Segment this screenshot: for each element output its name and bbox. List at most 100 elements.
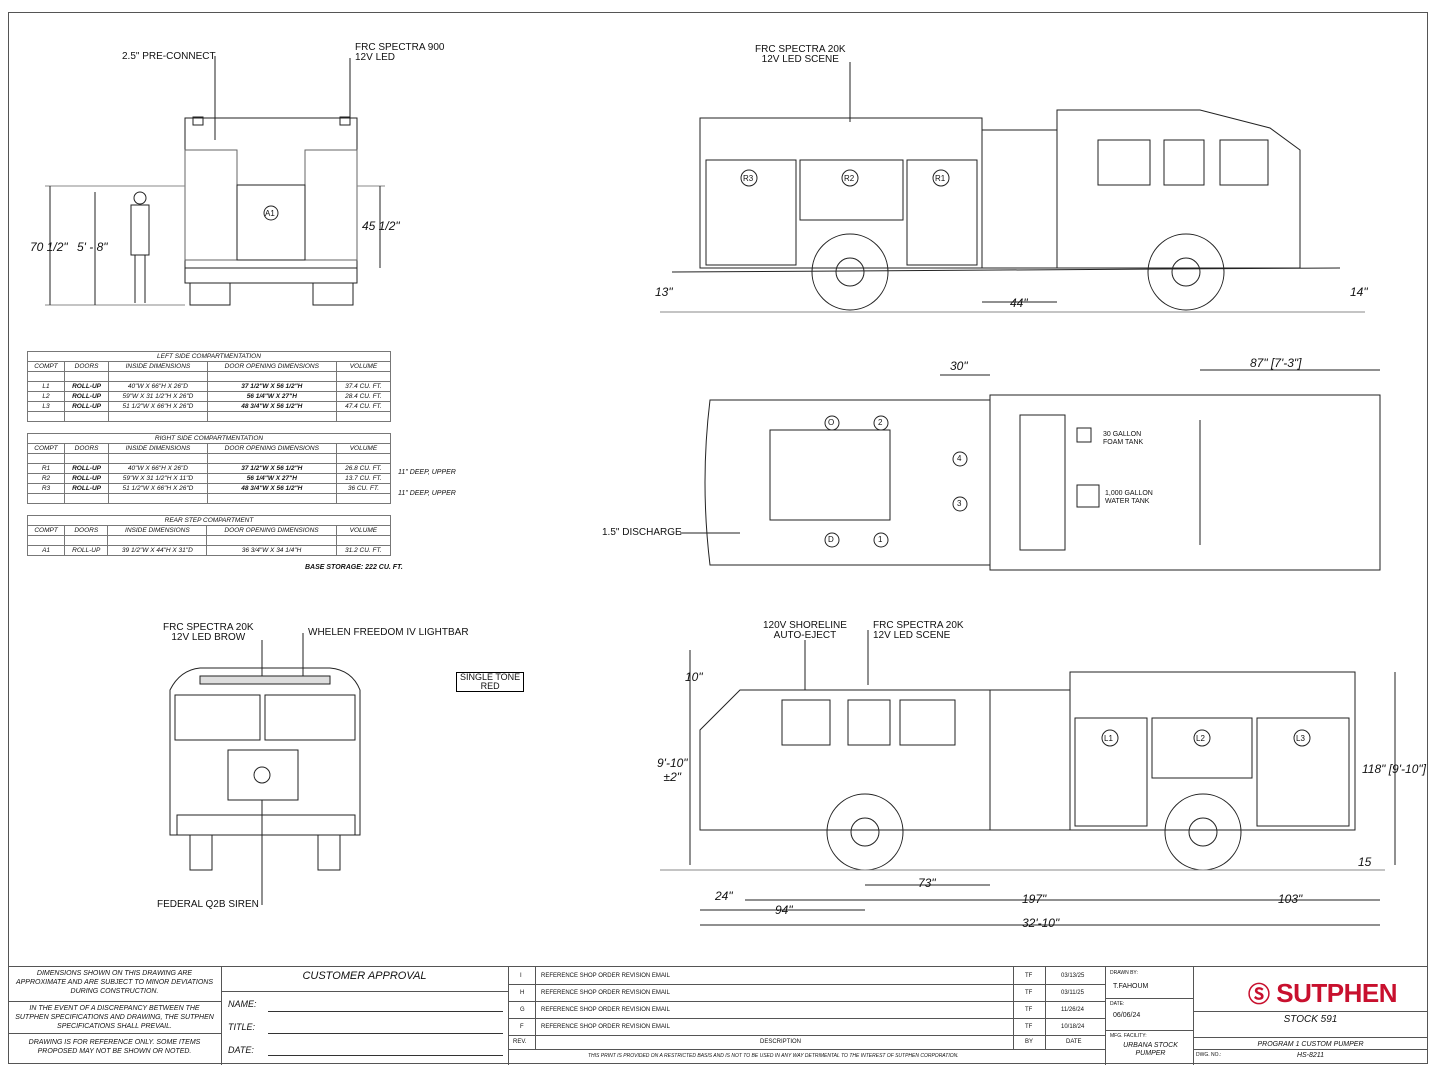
seat-1: 1 <box>878 535 883 544</box>
cell: L1 <box>26 381 66 392</box>
cab-height-line1: 9'-10" <box>657 756 688 770</box>
cab-height-line2: ±2" <box>663 770 682 784</box>
seat-d: D <box>828 535 834 544</box>
compartment-r2: R2 <box>844 174 855 183</box>
rear-step-dim: 45 1/2" <box>362 219 400 233</box>
title-field[interactable] <box>268 1033 503 1034</box>
rev-date: 11/26/24 <box>1061 1007 1084 1013</box>
compartment-l1: L1 <box>1104 734 1113 743</box>
overall-length-dim: 32'-10" <box>1022 916 1060 930</box>
top-dim-30: 30" <box>950 359 968 373</box>
dim-73: 73" <box>918 876 936 890</box>
cell: 40"W X 66"H X 26"D <box>108 381 208 392</box>
paint-line1: SINGLE TONE <box>460 672 521 682</box>
cell: ROLL-UP <box>64 473 110 484</box>
table-title: LEFT SIDE COMPARTMENTATION <box>27 351 391 362</box>
lightbar-label: WHELEN FREEDOM IV LIGHTBAR <box>308 627 469 638</box>
pump-panel-dim: 44" <box>1010 296 1028 310</box>
sutphen-logo: Ⓢ SUTPHEN <box>1248 977 1397 1009</box>
header-cell: DOOR OPENING DIMENSIONS <box>206 443 337 454</box>
cell: 39 1/2"W X 44"H X 31"D <box>107 545 208 556</box>
stock-number: STOCK 591 <box>1283 1014 1338 1025</box>
rear-light-line2: 12V LED <box>355 52 396 63</box>
rev-desc: REFERENCE SHOP ORDER REVISION EMAIL <box>541 1007 670 1013</box>
header-cell: VOLUME <box>335 443 392 454</box>
header-cell: DOORS <box>64 525 109 536</box>
name-label: NAME: <box>228 999 257 1009</box>
cell: 47.4 CU. FT. <box>335 401 392 412</box>
left-light-line2: 12V LED SCENE <box>873 630 951 641</box>
water-tank-line2: WATER TANK <box>1105 498 1150 505</box>
rev-by: TF <box>1025 1007 1033 1013</box>
cell: 36 3/4"W X 34 1/4"H <box>206 545 337 556</box>
cell: 37 1/2"W X 56 1/2"H <box>206 463 337 474</box>
person-silhouette <box>130 191 150 303</box>
compartment-l3: L3 <box>1296 734 1305 743</box>
compartment-r1: R1 <box>935 174 946 183</box>
cell: 40"W X 66"H X 26"D <box>108 463 208 474</box>
cell: 56 1/4"W X 27"H <box>206 473 337 484</box>
header-cell: COMPT <box>26 525 66 536</box>
date-field[interactable] <box>268 1055 503 1056</box>
rear-overhang-dim: 103" <box>1278 892 1303 906</box>
rev-date: 03/11/25 <box>1061 990 1084 996</box>
compartment-l2: L2 <box>1196 734 1205 743</box>
cell: ROLL-UP <box>64 463 110 474</box>
brow-light-line2: 12V LED BROW <box>171 632 246 643</box>
by-header: BY <box>1025 1039 1034 1045</box>
seat-2: 2 <box>878 418 883 427</box>
cell: 56 1/4"W X 27"H <box>206 391 337 402</box>
title-label: TITLE: <box>228 1022 256 1032</box>
rev-desc: REFERENCE SHOP ORDER REVISION EMAIL <box>541 1024 670 1030</box>
header-cell: DOOR OPENING DIMENSIONS <box>206 525 337 536</box>
name-field[interactable] <box>268 1011 503 1012</box>
right-light-line2: 12V LED SCENE <box>761 54 839 65</box>
wheelbase-dim: 197" <box>1022 892 1047 906</box>
date-label: DATE: <box>228 1045 254 1055</box>
siren-label: FEDERAL Q2B SIREN <box>157 899 259 910</box>
cab-height-dim: 9'-10"±2" <box>657 756 688 784</box>
cell: 26.8 CU. FT. <box>335 463 392 474</box>
rev-letter: I <box>520 973 522 979</box>
preconnect-label: 2.5" PRE-CONNECT <box>122 51 216 62</box>
rev-desc: REFERENCE SHOP ORDER REVISION EMAIL <box>541 973 670 979</box>
shoreline-line1: 120V SHORELINE <box>763 620 847 631</box>
header-cell: DOORS <box>64 361 110 372</box>
top-dim-87: 87" [7'-3"] <box>1250 356 1302 370</box>
departure-angle-dim: 14" <box>1350 285 1368 299</box>
dim-15: 15 <box>1358 855 1372 869</box>
cell: ROLL-UP <box>64 401 110 412</box>
water-tank-line1: 1,000 GALLON <box>1105 490 1153 497</box>
rev-desc: REFERENCE SHOP ORDER REVISION EMAIL <box>541 990 670 996</box>
drawing-frame <box>8 12 1428 1064</box>
disclaimer-discrepancy: IN THE EVENT OF A DISCREPANCY BETWEEN TH… <box>15 1005 214 1030</box>
rev-by: TF <box>1025 1024 1033 1030</box>
restriction-notice: THIS PRINT IS PROVIDED ON A RESTRICTED B… <box>588 1053 959 1059</box>
desc-header: DESCRIPTION <box>760 1039 802 1045</box>
dwg-label: DWG. NO.: <box>1196 1052 1222 1058</box>
rev-letter: H <box>520 990 525 996</box>
disclaimer-approximate: DIMENSIONS SHOWN ON THIS DRAWING ARE APP… <box>15 970 214 995</box>
front-view-truck <box>169 633 361 905</box>
header-cell: INSIDE DIMENSIONS <box>107 525 208 536</box>
cell: 48 3/4"W X 56 1/2"H <box>206 483 337 494</box>
left-light-line1: FRC SPECTRA 20K <box>873 620 964 631</box>
cell: 59"W X 31 1/2"H X 26"D <box>108 391 208 402</box>
seat-3: 3 <box>957 499 962 508</box>
cell: ROLL-UP <box>64 391 110 402</box>
program-name: PROGRAM 1 CUSTOM PUMPER <box>1257 1041 1364 1048</box>
logo-text: SUTPHEN <box>1276 978 1397 1008</box>
header-cell: VOLUME <box>335 361 392 372</box>
